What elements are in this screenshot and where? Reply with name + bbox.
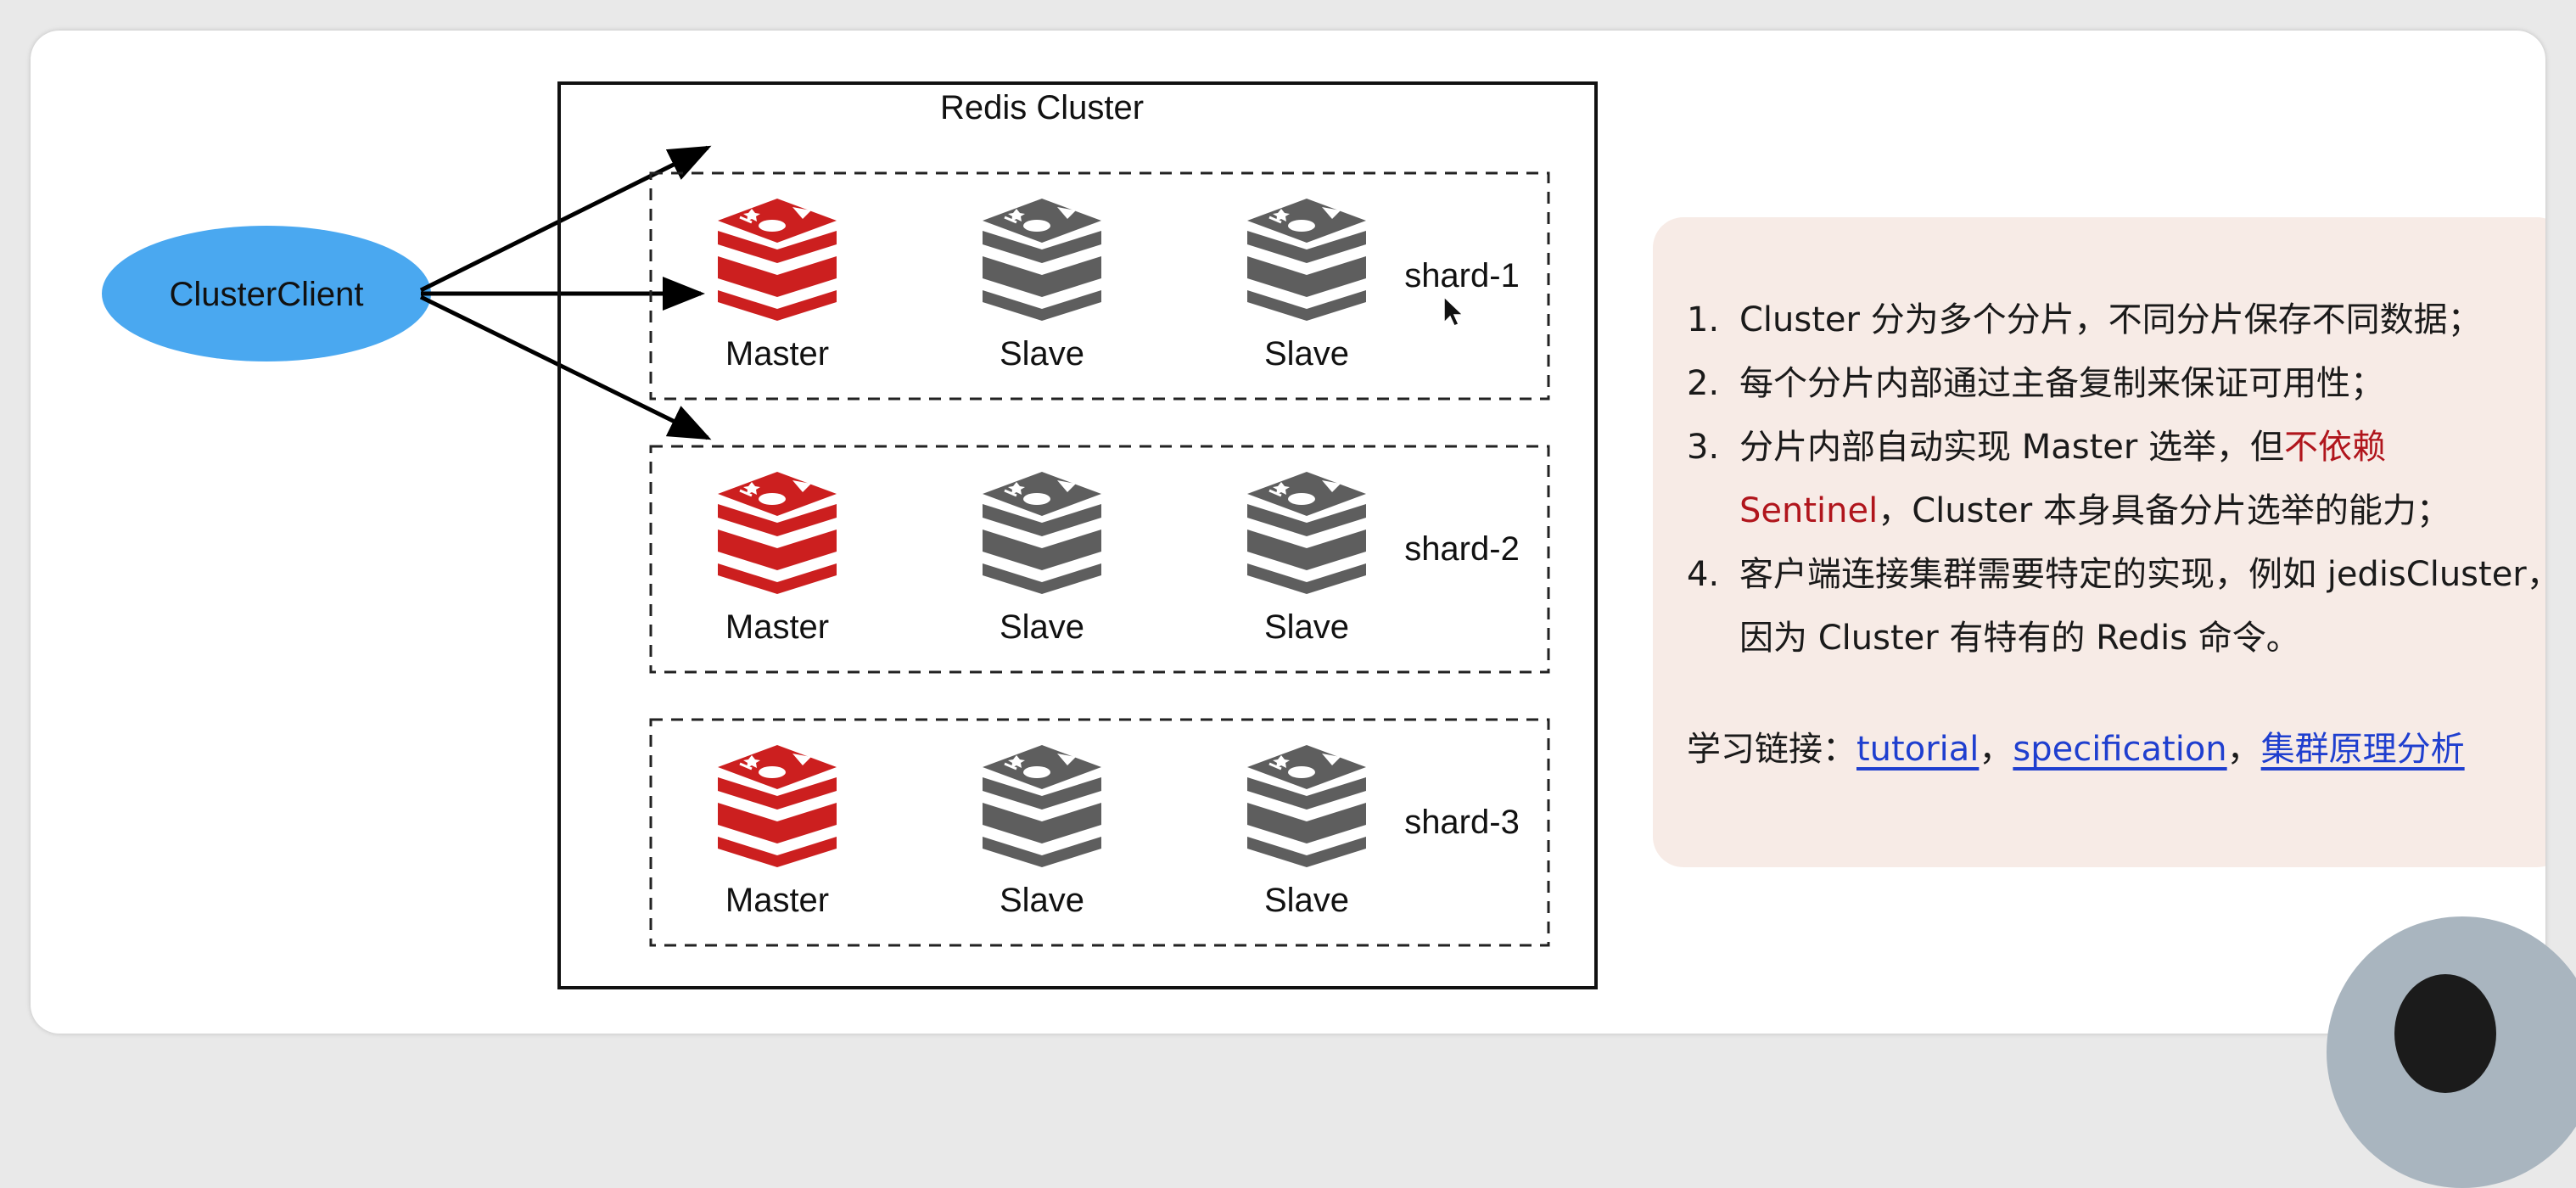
cluster-client[interactable]: ClusterClient (102, 226, 431, 361)
shard-label: shard-3 (1404, 804, 1520, 841)
mouse-pointer-icon (1443, 295, 1464, 327)
master-icon (716, 197, 838, 322)
shard-group-2: Master Slave Slave shard-2 (649, 445, 1550, 674)
slave-icon (981, 743, 1103, 869)
notes-panel: 1. Cluster 分为多个分片，不同分片保存不同数据； 2. 每个分片内部通… (1653, 217, 2545, 867)
connection-arrows (419, 145, 712, 440)
note-highlight: 不依赖 Sentinel (1739, 428, 2387, 530)
note-number: 2. (1687, 364, 1720, 403)
arrow-shard-3 (419, 294, 712, 440)
note-item-3: 3. 分片内部自动实现 Master 选举，但不依赖 Sentinel，Clus… (1687, 416, 2545, 543)
link-tutorial[interactable]: tutorial (1856, 730, 1980, 769)
slave-icon (981, 470, 1103, 596)
links-label: 学习链接： (1687, 730, 1856, 769)
shard-group-1: Master Slave Slave shard-1 (649, 171, 1550, 401)
shard-label: shard-2 (1404, 530, 1520, 568)
slave-label: Slave (1000, 882, 1084, 919)
link-cluster-principle[interactable]: 集群原理分析 (2260, 730, 2465, 769)
note-number: 3. (1687, 428, 1720, 467)
slave-icon (1246, 470, 1368, 596)
master-icon (716, 743, 838, 869)
master-label: Master (725, 335, 829, 373)
slave-icon (1246, 743, 1368, 869)
study-links: 学习链接：tutorial，specification，集群原理分析 (1687, 718, 2545, 782)
link-separator: ， (2226, 730, 2261, 769)
note-item-2: 2. 每个分片内部通过主备复制来保证可用性； (1687, 352, 2545, 416)
cluster-title: Redis Cluster (940, 89, 1144, 126)
redis-cluster-diagram: ClusterClient Redis Cluster Master Slave… (102, 81, 1598, 989)
note-item-1: 1. Cluster 分为多个分片，不同分片保存不同数据； (1687, 289, 2545, 352)
arrow-shard-1 (419, 145, 712, 293)
slide: ClusterClient Redis Cluster Master Slave… (31, 31, 2545, 1034)
note-number: 4. (1687, 555, 1720, 594)
slave-label: Slave (1264, 882, 1349, 919)
note-text: ，Cluster 本身具备分片选举的能力； (1878, 491, 2450, 530)
master-label: Master (725, 882, 829, 919)
note-text: 每个分片内部通过主备复制来保证可用性； (1739, 364, 2384, 403)
link-separator: ， (1979, 730, 2013, 769)
note-text: Cluster 分为多个分片，不同分片保存不同数据； (1739, 300, 2482, 339)
slave-label: Slave (1264, 335, 1349, 373)
note-item-4: 4. 客户端连接集群需要特定的实现，例如 jedisCluster，因为 Clu… (1687, 543, 2545, 670)
presenter-head (2394, 974, 2496, 1093)
shard-label: shard-1 (1404, 257, 1520, 294)
master-label: Master (725, 608, 829, 646)
shard-group-3: Master Slave Slave shard-3 (649, 718, 1550, 947)
redis-cluster-box (557, 81, 1598, 989)
slave-icon (981, 197, 1103, 322)
master-icon (716, 470, 838, 596)
cluster-client-label: ClusterClient (170, 276, 364, 313)
note-number: 1. (1687, 300, 1720, 339)
slave-label: Slave (1000, 335, 1084, 373)
slave-label: Slave (1264, 608, 1349, 646)
slave-label: Slave (1000, 608, 1084, 646)
slave-icon (1246, 197, 1368, 322)
note-text: 分片内部自动实现 Master 选举，但 (1739, 428, 2285, 467)
link-specification[interactable]: specification (2013, 730, 2227, 769)
note-text: 客户端连接集群需要特定的实现，例如 jedisCluster，因为 Cluste… (1739, 555, 2545, 658)
